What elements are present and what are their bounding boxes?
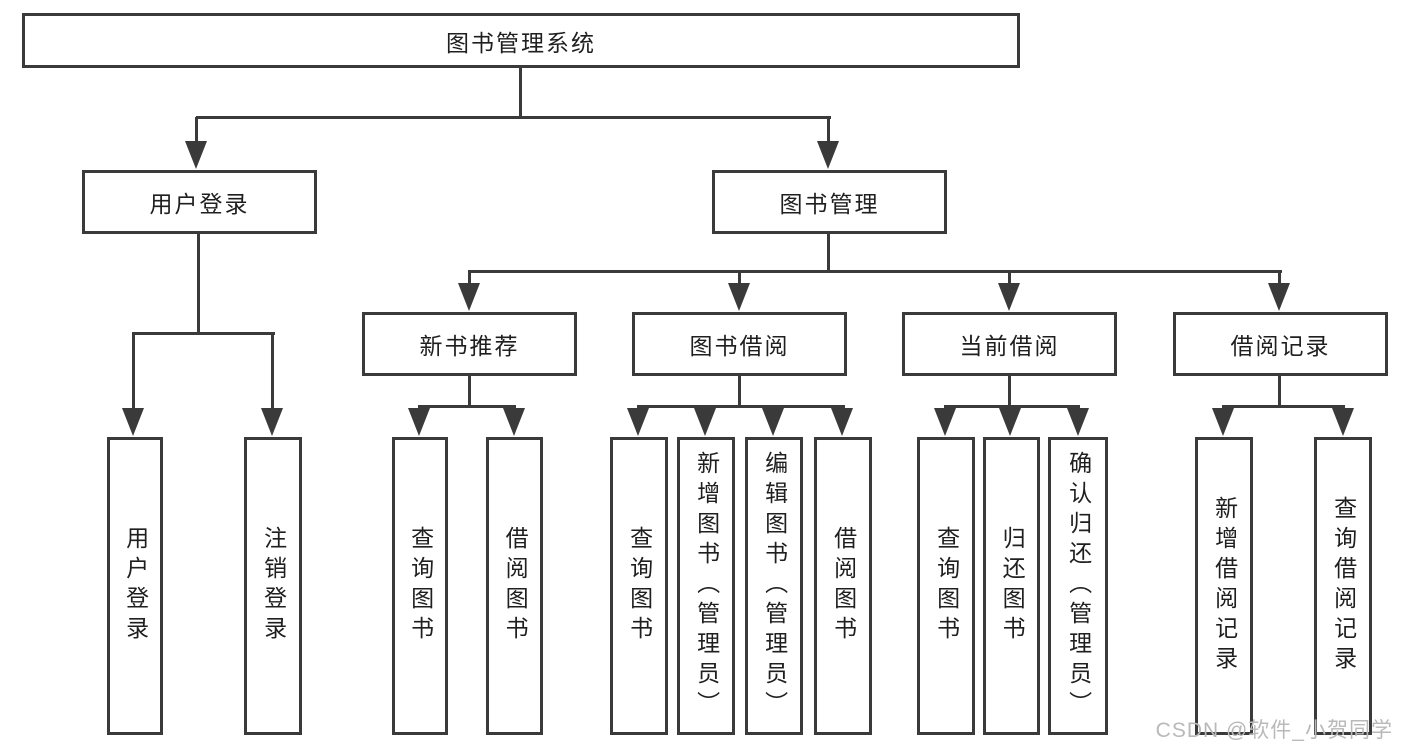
connector-hline <box>418 405 516 408</box>
connector-vline <box>468 376 471 408</box>
arrowhead-down <box>1212 408 1234 436</box>
leaf-logout: 注销登录 <box>244 437 302 735</box>
node-borrow-records: 借阅记录 <box>1173 312 1388 376</box>
arrowhead-down <box>831 408 853 436</box>
connector-vline <box>738 271 741 287</box>
node-book-management: 图书管理 <box>712 170 947 234</box>
arrowhead-down <box>694 408 716 436</box>
arrowhead-down <box>998 283 1020 311</box>
connector-vline <box>1278 271 1281 287</box>
leaf-records-query-record: 查询借阅记录 <box>1314 437 1372 735</box>
connector-vline <box>271 332 274 412</box>
node-label: 借阅图书 <box>830 526 857 646</box>
leaf-current-return-books: 归还图书 <box>983 437 1040 735</box>
connector-hline <box>468 270 1282 273</box>
leaf-borrowing-borrow-books: 借阅图书 <box>814 437 872 735</box>
node-library-management-system: 图书管理系统 <box>22 13 1020 68</box>
node-label: 当前借阅 <box>959 333 1060 359</box>
arrowhead-down <box>728 283 750 311</box>
connector-vline <box>468 271 471 287</box>
arrowhead-down <box>185 141 207 169</box>
arrowhead-down <box>1067 408 1089 436</box>
node-label: 借阅图书 <box>502 526 529 646</box>
arrowhead-down <box>1268 283 1290 311</box>
connector-hline <box>132 332 275 335</box>
leaf-recommend-query-books: 查询图书 <box>392 437 448 735</box>
connector-vline <box>1008 376 1011 408</box>
node-label: 图书管理系统 <box>446 29 596 56</box>
node-label: 借阅记录 <box>1230 333 1331 359</box>
connector-vline <box>132 332 135 412</box>
arrowhead-down <box>503 408 525 436</box>
arrowhead-down <box>122 408 144 436</box>
arrowhead-down <box>458 283 480 311</box>
node-label: 注销登录 <box>260 526 287 646</box>
node-label: 确认归还（管理员） <box>1065 451 1092 721</box>
node-label: 查询图书 <box>933 526 960 646</box>
node-label: 归还图书 <box>999 526 1026 646</box>
node-label: 新增图书（管理员） <box>693 451 720 721</box>
leaf-records-add-record: 新增借阅记录 <box>1195 437 1253 735</box>
node-label: 用户登录 <box>122 526 149 646</box>
connector-hline <box>1222 405 1345 408</box>
arrowhead-down <box>1332 408 1354 436</box>
arrowhead-down <box>408 408 430 436</box>
node-book-borrowing: 图书借阅 <box>632 312 847 376</box>
leaf-current-confirm-return-admin: 确认归还（管理员） <box>1048 437 1108 735</box>
node-label: 查询借阅记录 <box>1330 496 1357 676</box>
node-current-borrowing: 当前借阅 <box>902 312 1117 376</box>
connector-vline <box>195 117 198 146</box>
connector-vline <box>827 117 830 146</box>
leaf-borrowing-edit-books-admin: 编辑图书（管理员） <box>745 437 803 735</box>
connector-vline <box>1278 376 1281 408</box>
connector-hline <box>196 116 831 119</box>
leaf-recommend-borrow-books: 借阅图书 <box>486 437 543 735</box>
leaf-current-query-books: 查询图书 <box>917 437 975 735</box>
connector-vline <box>738 376 741 408</box>
node-label: 查询图书 <box>407 526 434 646</box>
leaf-user-login: 用户登录 <box>107 437 163 735</box>
connector-vline <box>519 68 522 118</box>
node-label: 新增借阅记录 <box>1211 496 1238 676</box>
arrowhead-down <box>934 408 956 436</box>
node-user-login: 用户登录 <box>82 170 317 234</box>
connector-hline <box>637 405 845 408</box>
node-new-book-recommend: 新书推荐 <box>362 312 577 376</box>
arrowhead-down <box>762 408 784 436</box>
node-label: 编辑图书（管理员） <box>761 451 788 721</box>
connector-hline <box>944 405 1080 408</box>
leaf-borrowing-add-books-admin: 新增图书（管理员） <box>677 437 735 735</box>
node-label: 用户登录 <box>149 191 250 217</box>
arrowhead-down <box>627 408 649 436</box>
node-label: 查询图书 <box>626 526 653 646</box>
node-label: 图书管理 <box>779 191 880 217</box>
node-label: 图书借阅 <box>689 333 790 359</box>
connector-vline <box>197 234 200 334</box>
arrowhead-down <box>999 408 1021 436</box>
arrowhead-down <box>261 408 283 436</box>
arrowhead-down <box>817 141 839 169</box>
csdn-watermark: CSDN @软件_小贺同学 <box>1155 719 1393 742</box>
connector-vline <box>1008 271 1011 287</box>
connector-vline <box>827 234 830 273</box>
leaf-borrowing-query-books: 查询图书 <box>610 437 668 735</box>
node-label: 新书推荐 <box>419 333 520 359</box>
